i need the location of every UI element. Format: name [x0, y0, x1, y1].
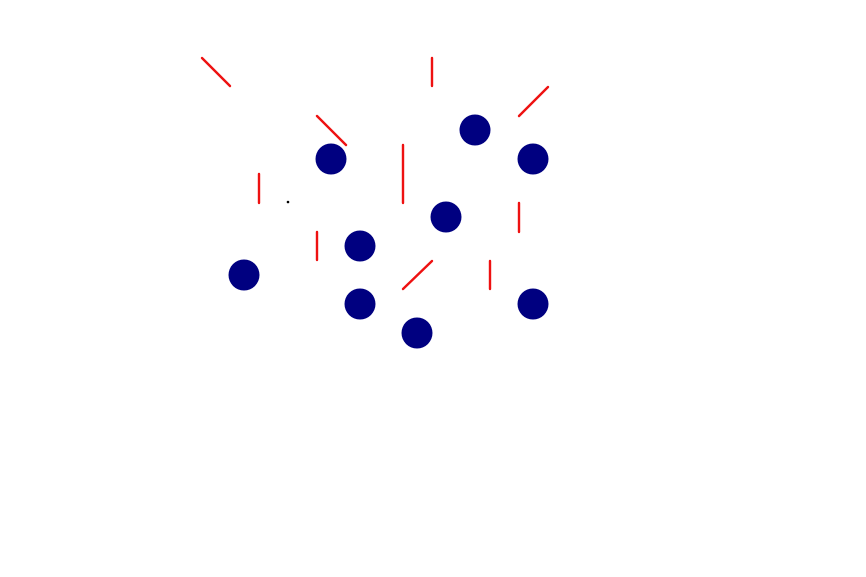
wall-9 — [401, 259, 434, 291]
ball-4 — [430, 201, 462, 233]
wall-4 — [517, 85, 550, 118]
ball-3 — [517, 143, 549, 175]
ball-1 — [315, 143, 347, 175]
ball-7 — [344, 288, 376, 320]
ball-2 — [459, 114, 491, 146]
wall-3 — [315, 114, 348, 147]
player-marker[interactable] — [286, 200, 290, 204]
wall-1 — [200, 56, 232, 88]
ball-9 — [401, 317, 433, 349]
pieces-layer — [200, 56, 550, 349]
ball-5 — [344, 230, 376, 262]
ball-8 — [517, 288, 549, 320]
ball-6 — [228, 259, 260, 291]
